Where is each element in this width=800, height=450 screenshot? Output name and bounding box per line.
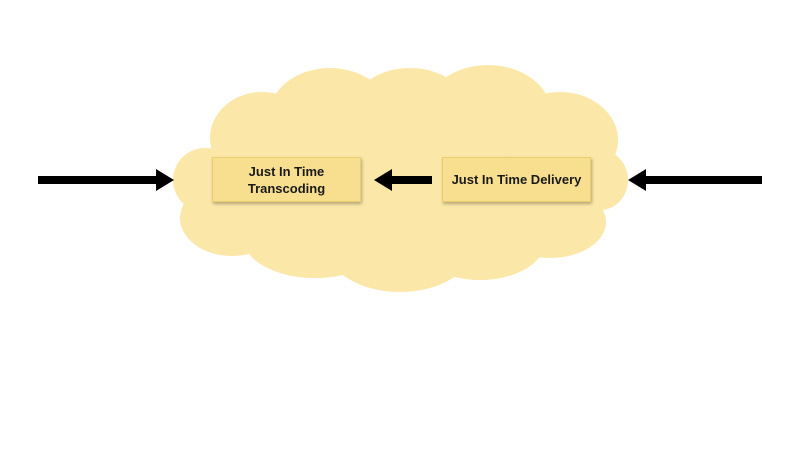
- delivery-box: Just In Time Delivery: [442, 157, 591, 202]
- arrow-into-transcoding: [38, 169, 174, 191]
- arrow-into-delivery: [628, 169, 762, 191]
- transcoding-box: Just In Time Transcoding: [212, 157, 361, 202]
- transcoding-label: Just In Time Transcoding: [247, 163, 326, 196]
- delivery-label: Just In Time Delivery: [451, 172, 582, 187]
- arrow-delivery-to-transcoding: [374, 169, 432, 191]
